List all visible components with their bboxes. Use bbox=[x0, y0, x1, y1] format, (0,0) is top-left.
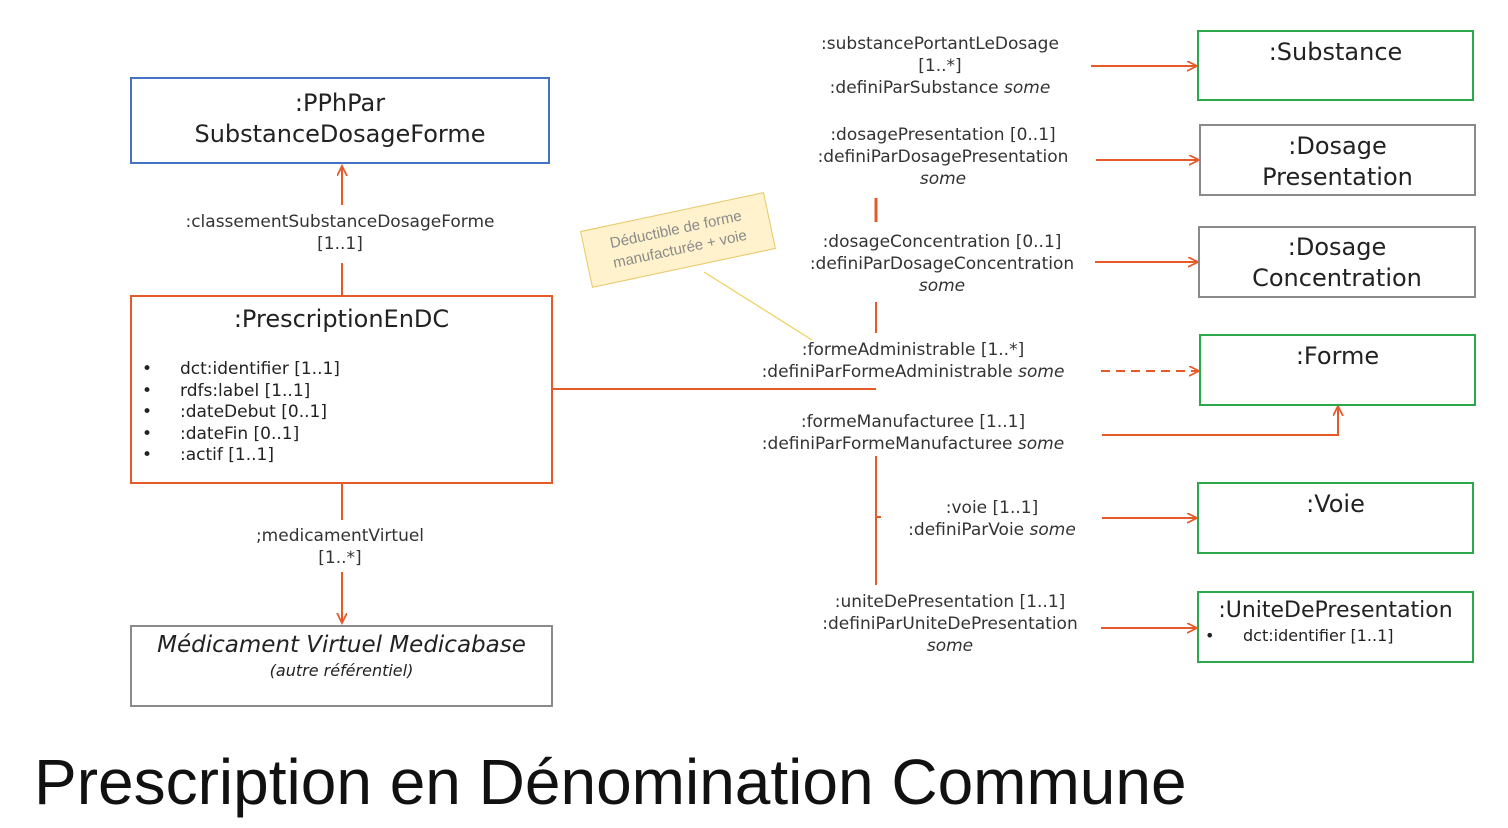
attribute-item: dct:identifier [1..1] bbox=[1195, 626, 1394, 646]
relation-name: :uniteDePresentation [1..1] bbox=[834, 592, 1066, 612]
unite-box: :UniteDePresentation dct:identifier [1..… bbox=[1197, 591, 1474, 663]
prescription-box: :PrescriptionEnDC dct:identifier [1..1] … bbox=[130, 295, 553, 484]
attribute-item: :actif [1..1] bbox=[132, 445, 340, 467]
some-keyword: some bbox=[919, 169, 967, 189]
some-keyword: some bbox=[1017, 434, 1065, 454]
substance-box: :Substance bbox=[1197, 30, 1474, 101]
pphpar-title: :PPhPar SubstanceDosageForme bbox=[194, 89, 486, 148]
some-keyword: some bbox=[918, 276, 966, 296]
attribute-item: :dateFin [0..1] bbox=[132, 424, 340, 446]
voie-relation-label: :voie [1..1] :definiParVoie some bbox=[892, 497, 1092, 541]
substance-title: :Substance bbox=[1268, 38, 1403, 66]
relation-definition: :definiParVoie some bbox=[892, 519, 1092, 541]
relation-name: :dosagePresentation [0..1] bbox=[830, 125, 1056, 145]
prescription-attributes: dct:identifier [1..1] rdfs:label [1..1] … bbox=[132, 359, 340, 467]
relation-cardinality: [1..*] bbox=[318, 548, 362, 568]
forme-box: :Forme bbox=[1199, 334, 1476, 406]
page-title: Prescription en Dénomination Commune bbox=[34, 746, 1187, 818]
relation-definition: :definiParDosageConcentration bbox=[809, 254, 1075, 274]
prescription-title: :PrescriptionEnDC bbox=[233, 305, 450, 333]
dosage-presentation-box: :Dosage Presentation bbox=[1199, 124, 1476, 196]
substance-relation-label: :substancePortantLeDosage [1..*] :defini… bbox=[790, 33, 1090, 99]
definition-text: :definiParVoie bbox=[908, 520, 1030, 540]
medicament-virtuel-label: ;medicamentVirtuel [1..*] bbox=[220, 525, 460, 569]
dosage-concentration-box: :Dosage Concentration bbox=[1198, 226, 1476, 298]
relation-name: :substancePortantLeDosage bbox=[821, 34, 1059, 54]
dosage-presentation-relation-label: :dosagePresentation [0..1] :definiParDos… bbox=[793, 124, 1093, 190]
relation-cardinality: [1..1] bbox=[317, 234, 363, 254]
unite-attributes: dct:identifier [1..1] bbox=[1195, 626, 1394, 646]
definition-text: :definiParFormeAdministrable bbox=[761, 362, 1019, 382]
attribute-item: :dateDebut [0..1] bbox=[132, 402, 340, 424]
dosage-concentration-relation-label: :dosageConcentration [0..1] :definiParDo… bbox=[792, 231, 1092, 297]
forme-administrable-relation-label: :formeAdministrable [1..*] :definiParFor… bbox=[748, 339, 1078, 383]
relation-definition: :definiParFormeManufacturee some bbox=[748, 433, 1078, 455]
voie-box: :Voie bbox=[1197, 482, 1474, 554]
relation-definition: :definiParFormeAdministrable some bbox=[748, 361, 1078, 383]
relation-cardinality: [1..*] bbox=[918, 56, 962, 76]
classement-label: :classementSubstanceDosageForme [1..1] bbox=[170, 211, 510, 255]
some-keyword: some bbox=[1029, 520, 1076, 540]
relation-definition: :definiParUniteDePresentation bbox=[822, 614, 1078, 634]
note-pointer bbox=[703, 271, 813, 341]
dosage-concentration-title: :Dosage Concentration bbox=[1252, 233, 1422, 292]
relation-definition: :definiParSubstance some bbox=[790, 77, 1090, 99]
relation-name: :dosageConcentration [0..1] bbox=[822, 232, 1062, 252]
unite-relation-label: :uniteDePresentation [1..1] :definiParUn… bbox=[800, 591, 1100, 657]
some-keyword: some bbox=[1018, 362, 1065, 382]
unite-title: :UniteDePresentation bbox=[1218, 598, 1453, 623]
attribute-item: rdfs:label [1..1] bbox=[132, 381, 340, 403]
relation-name: :formeAdministrable [1..*] bbox=[801, 340, 1025, 360]
some-keyword: some bbox=[1004, 78, 1051, 98]
relation-name: :voie [1..1] bbox=[945, 498, 1039, 518]
relation-name: ;medicamentVirtuel bbox=[255, 526, 425, 546]
voie-title: :Voie bbox=[1306, 490, 1365, 518]
dosage-presentation-title: :Dosage Presentation bbox=[1262, 132, 1413, 191]
medicament-box: Médicament Virtuel Medicabase (autre réf… bbox=[130, 625, 553, 707]
pphpar-box: :PPhPar SubstanceDosageForme bbox=[130, 77, 550, 164]
forme-manufacturee-arrow bbox=[1102, 406, 1338, 436]
medicament-title: Médicament Virtuel Medicabase bbox=[157, 632, 526, 658]
relation-name: :formeManufacturee [1..1] bbox=[800, 412, 1026, 432]
some-keyword: some bbox=[926, 636, 974, 656]
forme-title: :Forme bbox=[1295, 342, 1380, 370]
definition-text: :definiParSubstance bbox=[829, 78, 1005, 98]
medicament-subtitle: (autre référentiel) bbox=[269, 661, 414, 680]
forme-manufacturee-relation-label: :formeManufacturee [1..1] :definiParForm… bbox=[748, 411, 1078, 455]
definition-text: :definiParFormeManufacturee bbox=[761, 434, 1018, 454]
relation-definition: :definiParDosagePresentation bbox=[817, 147, 1069, 167]
relation-name: :classementSubstanceDosageForme bbox=[185, 212, 495, 232]
attribute-item: dct:identifier [1..1] bbox=[132, 359, 340, 381]
